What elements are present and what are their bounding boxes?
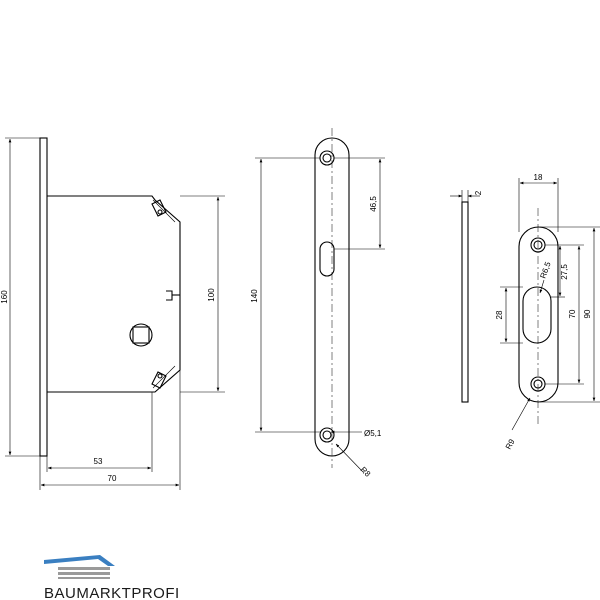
dim-label-slot-radius: R6,5 (538, 260, 552, 279)
dimension-hole-spacing: 70 (545, 244, 584, 385)
dim-label-slot-height: 28 (495, 310, 504, 319)
strike-slot (522, 286, 552, 344)
lock-case (47, 195, 181, 393)
dim-label-body-height: 160 (0, 290, 9, 304)
baumarktprofi-logo: BAUMARKTPROFI (44, 555, 180, 600)
dim-label-strike-length: 90 (583, 309, 592, 318)
dimension-case-height: 100 (180, 195, 225, 393)
logo-bar-1 (58, 567, 110, 570)
logo-bar-3 (58, 577, 110, 579)
top-screw-hole (319, 150, 335, 166)
dim-label-faceplate-radius: R8 (359, 465, 373, 479)
dim-label-hole-diameter: Ø5,1 (364, 429, 382, 438)
dimension-body-width: 70 (39, 370, 181, 490)
dim-label-hole-to-slot-strike: 27,5 (560, 264, 569, 280)
dimension-strike-length: 90 (540, 226, 600, 403)
dim-label-case-height: 100 (207, 288, 216, 302)
strike-side-outline (461, 201, 469, 403)
dim-label-plate-thickness: 2 (474, 190, 483, 195)
faceplate-side (39, 137, 48, 457)
dimension-strike-width: 18 (518, 173, 559, 232)
dim-label-body-width: 70 (108, 474, 117, 483)
dim-label-hole-spacing: 70 (568, 309, 577, 318)
dim-label-backset: 53 (94, 457, 103, 466)
logo-roof-swoosh (44, 555, 115, 566)
dimension-hole-to-slot: 46,5 (334, 157, 385, 250)
strike-plate-front-view: 18 R6,5 27,5 28 70 (495, 173, 600, 451)
logo-text: BAUMARKTPROFI (44, 585, 180, 600)
latch-slot (319, 241, 335, 277)
logo-bar-2 (58, 572, 110, 575)
dimension-hole-to-slot-strike: 27,5 (545, 244, 569, 298)
dimension-faceplate-length: 140 (250, 157, 320, 433)
dim-label-hole-to-slot: 46,5 (369, 196, 378, 212)
dimension-hole-diameter: Ø5,1 (330, 429, 382, 438)
square-spindle-hole (129, 323, 153, 347)
dim-label-strike-radius: R9 (504, 437, 517, 451)
hook-bottom (151, 371, 167, 389)
strike-outline (518, 226, 559, 403)
dim-label-faceplate-length: 140 (250, 289, 259, 303)
spring-clip (166, 290, 180, 301)
strike-plate-side-view: 2 (450, 190, 483, 403)
hook-top (151, 199, 167, 217)
faceplate-outline (314, 137, 350, 457)
dimension-strike-radius: R9 (504, 397, 531, 451)
dimension-backset: 53 (46, 392, 153, 472)
faceplate-front-view: 140 46,5 Ø5,1 R8 (250, 128, 385, 479)
dimension-faceplate-radius: R8 (335, 443, 373, 479)
dimension-slot-height: 28 (495, 286, 523, 344)
dimension-body-height: 160 (0, 137, 40, 457)
dimension-slot-radius: R6,5 (538, 260, 553, 294)
lock-body-view: 160 100 53 70 (0, 137, 225, 490)
dim-label-strike-width: 18 (534, 173, 543, 182)
bottom-screw-hole (319, 427, 335, 443)
